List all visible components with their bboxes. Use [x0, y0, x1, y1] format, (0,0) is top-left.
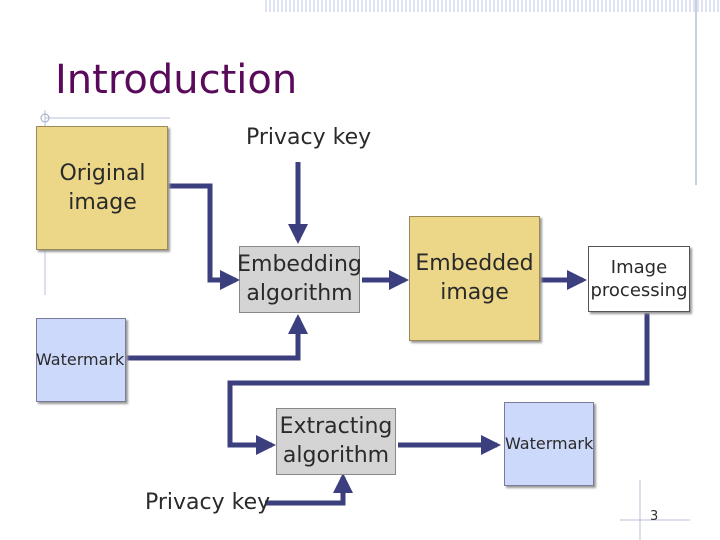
embedding-algorithm-line-2: algorithm [246, 280, 353, 306]
arrow-watermark-to-embedding [125, 314, 308, 361]
image-processing-line-2: processing [590, 280, 688, 301]
header-decoration [265, 0, 720, 12]
image-processing-line-1: Image [610, 256, 668, 278]
embedding-algorithm-line-1: Embedding [237, 251, 362, 277]
original-image-box [36, 126, 168, 250]
slide-title: Introduction [55, 57, 298, 103]
original-image-label: Original image [40, 160, 165, 217]
embedding-algorithm-box: Embedding algorithm [237, 246, 362, 313]
arrow-privacy-key-to-extracting [265, 473, 353, 506]
watermark-input-label: Watermark [36, 350, 125, 369]
original-image-line-1: Original [59, 161, 146, 186]
extracting-algorithm-line-2: algorithm [282, 442, 390, 468]
embedded-image-box: Embedded image [409, 216, 540, 341]
right-rule [695, 0, 697, 185]
watermark-output-box [504, 402, 594, 486]
arrow-original-to-embedding [168, 183, 240, 290]
page-number: 3 [650, 509, 659, 524]
original-image-line-2: image [68, 189, 137, 215]
watermark-input-box [36, 318, 126, 402]
embedded-image-line-2: image [440, 279, 509, 305]
extracting-algorithm-line-1: Extracting [279, 413, 393, 439]
image-processing-box: Image processing [588, 246, 690, 312]
watermark-output-label: Watermark [505, 434, 594, 453]
extracting-algorithm-box: Extracting algorithm [276, 408, 396, 475]
arrow-processing-to-extracting [227, 313, 650, 455]
embedded-image-line-1: Embedded [415, 250, 534, 276]
privacy-key-bottom-label: Privacy key [145, 490, 271, 515]
privacy-key-top-label: Privacy key [246, 125, 372, 150]
